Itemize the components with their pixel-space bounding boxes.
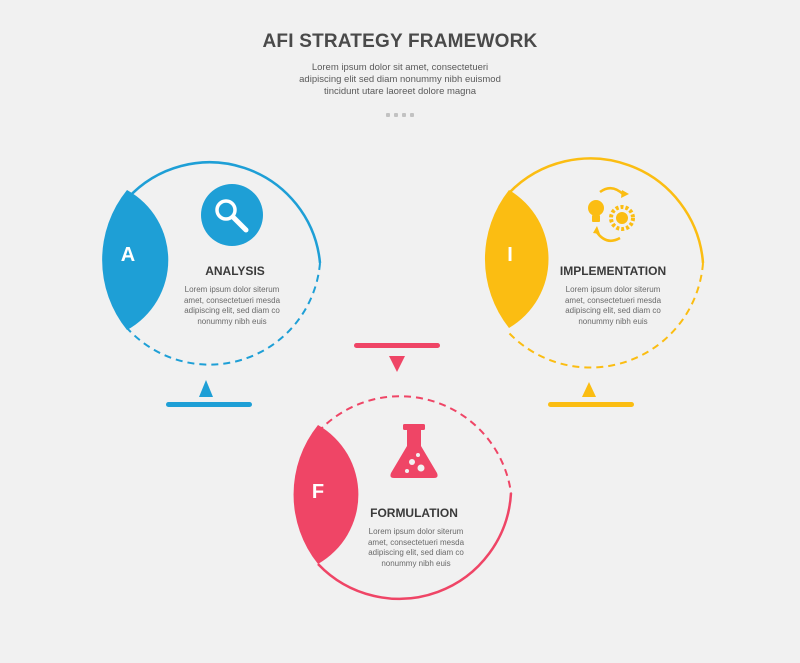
magnifier-icon (215, 199, 249, 233)
formulation-description: Lorem ipsum dolor siterum amet, consecte… (356, 527, 476, 569)
formulation-letter: F (311, 481, 325, 503)
lightbulb-gear-cycle-icon (588, 186, 635, 243)
subtitle-line: Lorem ipsum dolor sit amet, consectetuer… (311, 62, 489, 73)
description-line: nonummy nibh euis (381, 558, 451, 568)
formulation-pointer (389, 356, 405, 372)
description-line: Lorem ipsum dolor siterum (368, 527, 464, 536)
implementation-side-segment (484, 190, 549, 328)
implementation-circle (484, 157, 705, 407)
description-line: amet, consectetueri mesda (564, 295, 662, 305)
separator-dots (0, 104, 800, 122)
description-line: Lorem ipsum dolor siterum (184, 285, 280, 294)
description-line: adipiscing elit, sed diam co (565, 306, 661, 315)
analysis-base-bar (166, 402, 252, 407)
implementation-description: Lorem ipsum dolor siterum amet, consecte… (553, 285, 673, 327)
page-title: AFI STRATEGY FRAMEWORK (262, 31, 538, 52)
analysis-letter: A (120, 244, 136, 266)
implementation-letter: I (507, 244, 513, 266)
description-line: adipiscing elit, sed diam co (368, 548, 464, 557)
description-line: nonummy nibh euis (197, 316, 267, 326)
implementation-heading: IMPLEMENTATION (559, 264, 667, 278)
formulation-circle (293, 395, 513, 601)
implementation-base-bar (548, 402, 634, 407)
analysis-heading: ANALYSIS (205, 264, 265, 278)
subtitle-line: tincidunt utare laoreet dolore magna (323, 86, 477, 97)
analysis-side-segment (102, 190, 169, 330)
formulation-side-segment (293, 425, 359, 564)
analysis-circle (102, 161, 322, 407)
formulation-heading: FORMULATION (370, 506, 458, 520)
implementation-pointer (582, 382, 596, 397)
description-line: adipiscing elit, sed diam co (184, 306, 280, 315)
analysis-description: Lorem ipsum dolor siterum amet, consecte… (172, 285, 292, 327)
analysis-pointer (199, 380, 213, 397)
subtitle-line: adipiscing elit sed diam nonummy nibh eu… (299, 74, 501, 85)
description-line: amet, consectetueri mesda (183, 295, 281, 305)
flask-icon (390, 424, 438, 478)
description-line: Lorem ipsum dolor siterum (565, 285, 661, 294)
description-line: nonummy nibh euis (578, 316, 648, 326)
description-line: amet, consectetueri mesda (367, 537, 465, 547)
formulation-top-bar (354, 343, 440, 348)
page-subtitle: Lorem ipsum dolor sit amet, consectetuer… (250, 62, 550, 98)
